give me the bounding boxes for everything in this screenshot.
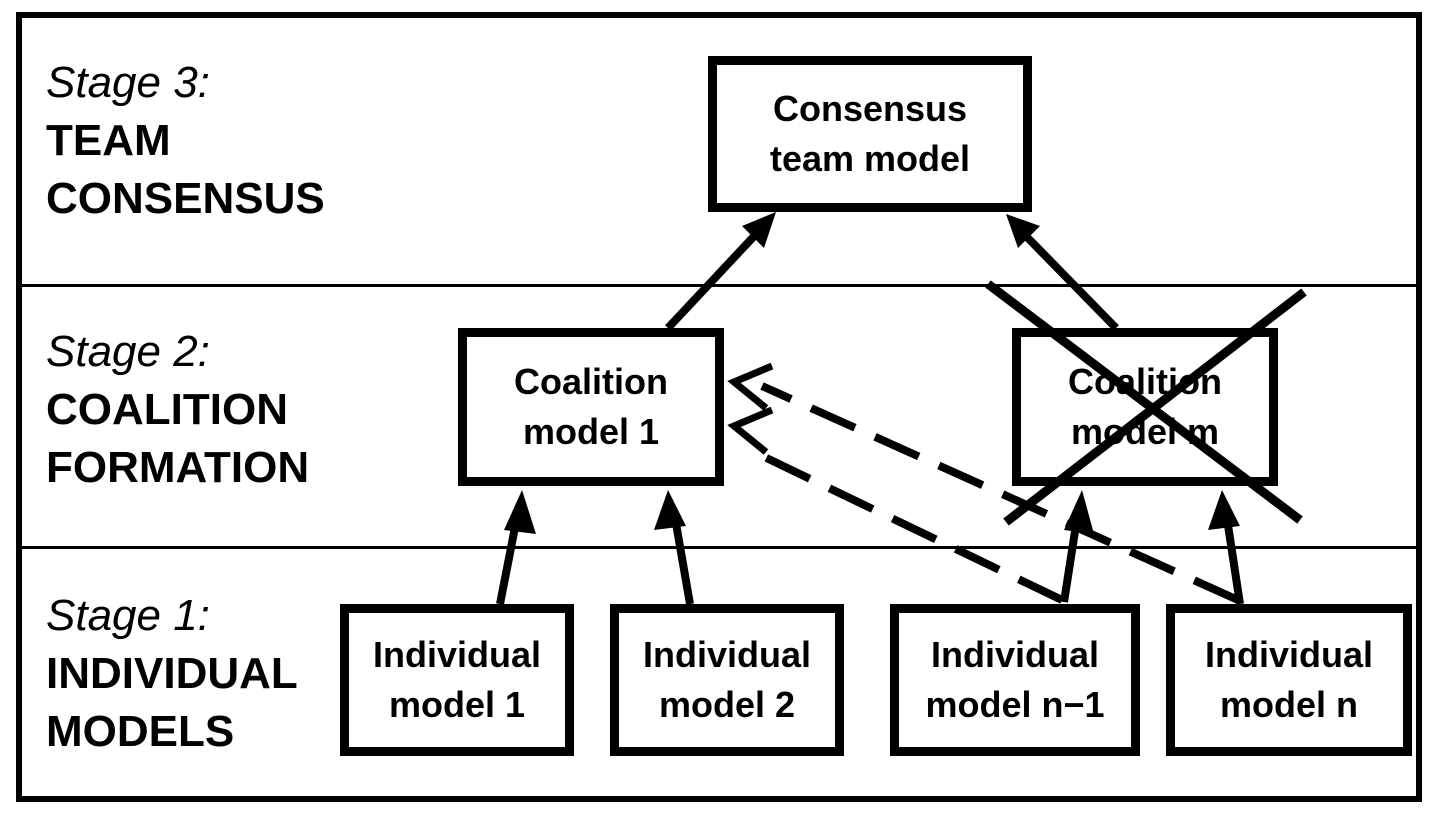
individual-2-line-2: model 2 xyxy=(658,684,796,725)
consensus-box-line-2: team model xyxy=(769,138,971,179)
coalition-1-line-2: model 1 xyxy=(522,411,660,452)
stage-1-number: Stage 1: xyxy=(46,591,210,640)
individual-model-n-box: Individual model n xyxy=(1166,604,1412,756)
stage-3-label: Stage 3: TEAM CONSENSUS xyxy=(46,54,325,228)
stage-3-name-line-1: TEAM xyxy=(46,116,171,165)
individual-1-line-1: Individual xyxy=(372,634,541,675)
consensus-box-line-1: Consensus xyxy=(772,88,968,129)
individual-n-line-1: Individual xyxy=(1204,634,1373,675)
stage-2-name-line-2: FORMATION xyxy=(46,443,310,492)
individual-n-minus-1-line-2: model n−1 xyxy=(925,684,1105,725)
individual-2-line-1: Individual xyxy=(642,634,811,675)
coalition-m-line-1: Coalition xyxy=(1068,361,1222,402)
individual-1-line-2: model 1 xyxy=(388,684,526,725)
individual-n-line-2: model n xyxy=(1219,684,1358,725)
stage-2-number: Stage 2: xyxy=(46,327,210,376)
stage-divider-upper xyxy=(16,284,1422,287)
coalition-m-line-2: model m xyxy=(1070,411,1220,452)
consensus-team-model-box: Consensus team model xyxy=(708,56,1032,212)
coalition-1-line-1: Coalition xyxy=(514,361,668,402)
stage-2-label: Stage 2: COALITION FORMATION xyxy=(46,323,309,497)
stage-3-number: Stage 3: xyxy=(46,58,210,107)
individual-n-minus-1-line-1: Individual xyxy=(930,634,1099,675)
stage-2-name-line-1: COALITION xyxy=(46,385,288,434)
individual-model-2-box: Individual model 2 xyxy=(610,604,844,756)
diagram-frame xyxy=(16,12,1422,802)
coalition-model-1-box: Coalition model 1 xyxy=(458,328,724,486)
coalition-model-m-box: Coalition model m xyxy=(1012,328,1278,486)
stage-1-label: Stage 1: INDIVIDUAL MODELS xyxy=(46,587,298,761)
stage-divider-lower xyxy=(16,546,1422,549)
individual-model-n-minus-1-box: Individual model n−1 xyxy=(890,604,1140,756)
individual-model-1-box: Individual model 1 xyxy=(340,604,574,756)
stage-1-name-line-1: INDIVIDUAL xyxy=(46,649,298,698)
stage-3-name-line-2: CONSENSUS xyxy=(46,174,325,223)
stage-1-name-line-2: MODELS xyxy=(46,707,235,756)
